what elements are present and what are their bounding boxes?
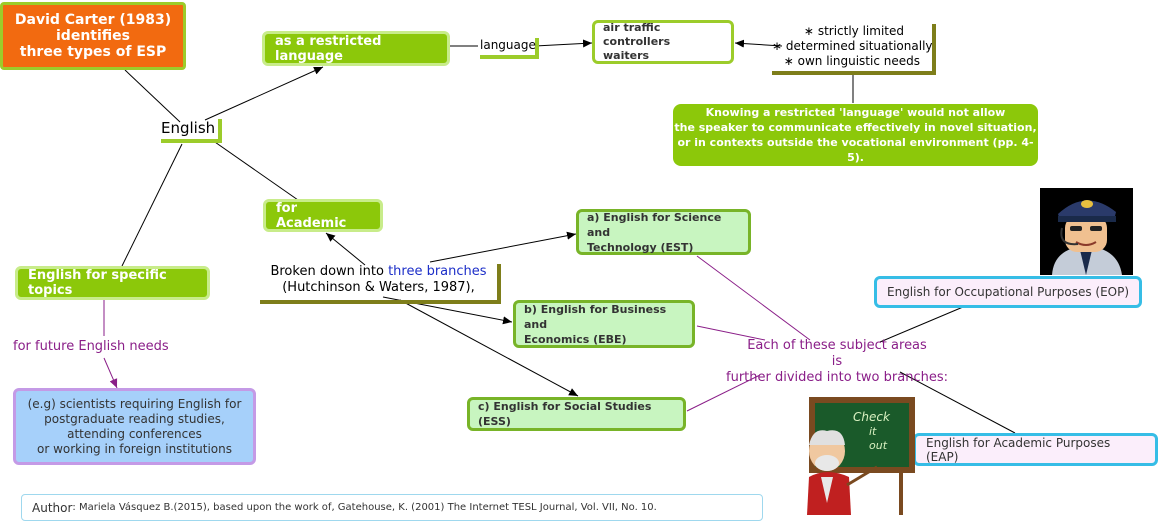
- chalk-line-1: Check: [853, 410, 891, 424]
- link-branches-ess: [399, 299, 579, 397]
- examples-node[interactable]: air traffic controllers waiters: [592, 20, 734, 64]
- author-label: Author: [32, 500, 73, 515]
- link-subdivided-eap: [899, 371, 1016, 434]
- eop-label: English for Occupational Purposes (EOP): [887, 285, 1130, 299]
- link-ess-subdivided: [686, 374, 761, 412]
- characteristic-item: ∗ determined situationally: [772, 39, 933, 54]
- subdivided-line-3: further divided into two branches:: [726, 370, 948, 385]
- link-branches-est: [429, 231, 577, 263]
- pilot-illustration: [1040, 188, 1133, 275]
- ess-label: c) English for Social Studies (ESS): [478, 400, 652, 428]
- eap-node[interactable]: English for Academic Purposes (EAP): [913, 433, 1158, 466]
- restricted-language-node[interactable]: as a restricted language: [262, 31, 450, 66]
- ebe-node[interactable]: b) English for Business and Economics (E…: [513, 300, 695, 348]
- bullet-icon: ∗: [803, 24, 814, 38]
- link-branches-academic: [325, 232, 366, 266]
- characteristic-item: ∗ strictly limited: [772, 24, 932, 39]
- subdivided-node[interactable]: Each of these subject areas is further d…: [712, 338, 962, 386]
- root-line-1: David Carter (1983): [14, 12, 172, 28]
- eop-node[interactable]: English for Occupational Purposes (EOP): [874, 276, 1142, 308]
- characteristic-text: own linguistic needs: [797, 54, 920, 68]
- teacher-chalkboard-illustration: Check it out: [807, 397, 915, 515]
- link-ebe-subdivided: [696, 325, 766, 341]
- link-english-restricted: [204, 66, 324, 121]
- chalk-line-3: out: [869, 439, 888, 452]
- characteristics-node[interactable]: ∗ strictly limited ∗ determined situatio…: [772, 24, 936, 75]
- example-topics-line-2: postgraduate reading studies,: [44, 411, 225, 426]
- ebe-line-2: Economics (EBE): [524, 332, 627, 346]
- for-academic-label: for Academic: [276, 200, 347, 231]
- for-academic-node[interactable]: for Academic: [263, 199, 383, 232]
- bullet-icon: ∗: [783, 54, 794, 68]
- chalk-line-2: it: [869, 425, 877, 438]
- note-line-1: Knowing a restricted 'language' would no…: [705, 106, 1006, 119]
- broken-down-line-1: Broken down into three branches: [260, 264, 497, 280]
- root-node[interactable]: David Carter (1983) identifies three typ…: [0, 2, 186, 70]
- subdivided-line-2: is: [831, 354, 843, 369]
- eap-label: English for Academic Purposes (EAP): [926, 435, 1111, 464]
- link-est-subdivided: [696, 255, 811, 341]
- author-text: : Mariela Vásquez B.(2015), based upon t…: [72, 502, 657, 513]
- restricted-note-node[interactable]: Knowing a restricted 'language' would no…: [673, 104, 1038, 166]
- example-topics-node[interactable]: (e.g) scientists requiring English for p…: [13, 388, 256, 465]
- broken-down-node[interactable]: Broken down into three branches (Hutchin…: [260, 264, 501, 304]
- note-line-2: the speaker to communicate effectively i…: [674, 121, 1037, 134]
- bullet-icon: ∗: [772, 39, 783, 53]
- root-line-3: three types of ESP: [19, 44, 167, 60]
- specific-topics-node[interactable]: English for specific topics: [15, 266, 210, 300]
- subdivided-line-1: Each of these subject areas: [747, 338, 927, 353]
- english-label: English: [161, 119, 216, 137]
- characteristic-text: determined situationally: [785, 39, 933, 53]
- link-english-academic: [211, 139, 299, 201]
- characteristic-text: strictly limited: [817, 24, 904, 38]
- link-needs-examples: [103, 357, 118, 389]
- note-line-3: or in contexts outside the vocational en…: [677, 136, 1034, 164]
- est-line-2: Technology (EST): [587, 240, 694, 254]
- link-language-examples: [534, 39, 593, 48]
- link-root-english: [124, 69, 181, 123]
- examples-line-2: waiters: [603, 49, 650, 62]
- broken-down-line-2: (Hutchinson & Waters, 1987),: [282, 280, 475, 295]
- broken-down-prefix: Broken down into: [270, 264, 389, 279]
- english-node[interactable]: English: [161, 119, 222, 143]
- specific-topics-label: English for specific topics: [28, 268, 167, 298]
- three-branches-link[interactable]: three branches: [388, 264, 487, 279]
- ebe-line-1: b) English for Business and: [524, 302, 667, 331]
- future-needs-label: for future English needs: [13, 339, 169, 354]
- examples-line-1: air traffic controllers: [603, 21, 671, 48]
- link-subdivided-eop: [879, 306, 964, 343]
- example-topics-line-4: or working in foreign institutions: [36, 441, 233, 456]
- ess-node[interactable]: c) English for Social Studies (ESS): [467, 397, 686, 431]
- language-label: language: [480, 38, 536, 52]
- restricted-language-label: as a restricted language: [275, 33, 382, 64]
- root-line-2: identifies: [56, 28, 130, 44]
- example-topics-line-3: attending conferences: [67, 426, 202, 441]
- author-credit: Author: Mariela Vásquez B.(2015), based …: [21, 494, 763, 521]
- link-characteristics-examples: [734, 39, 783, 48]
- characteristic-item: ∗ own linguistic needs: [772, 54, 932, 69]
- est-node[interactable]: a) English for Science and Technology (E…: [576, 209, 751, 255]
- link-english-topics: [121, 143, 183, 267]
- est-line-1: a) English for Science and: [587, 210, 722, 239]
- language-link-label: language: [480, 38, 539, 59]
- example-topics-line-1: (e.g) scientists requiring English for: [27, 396, 242, 411]
